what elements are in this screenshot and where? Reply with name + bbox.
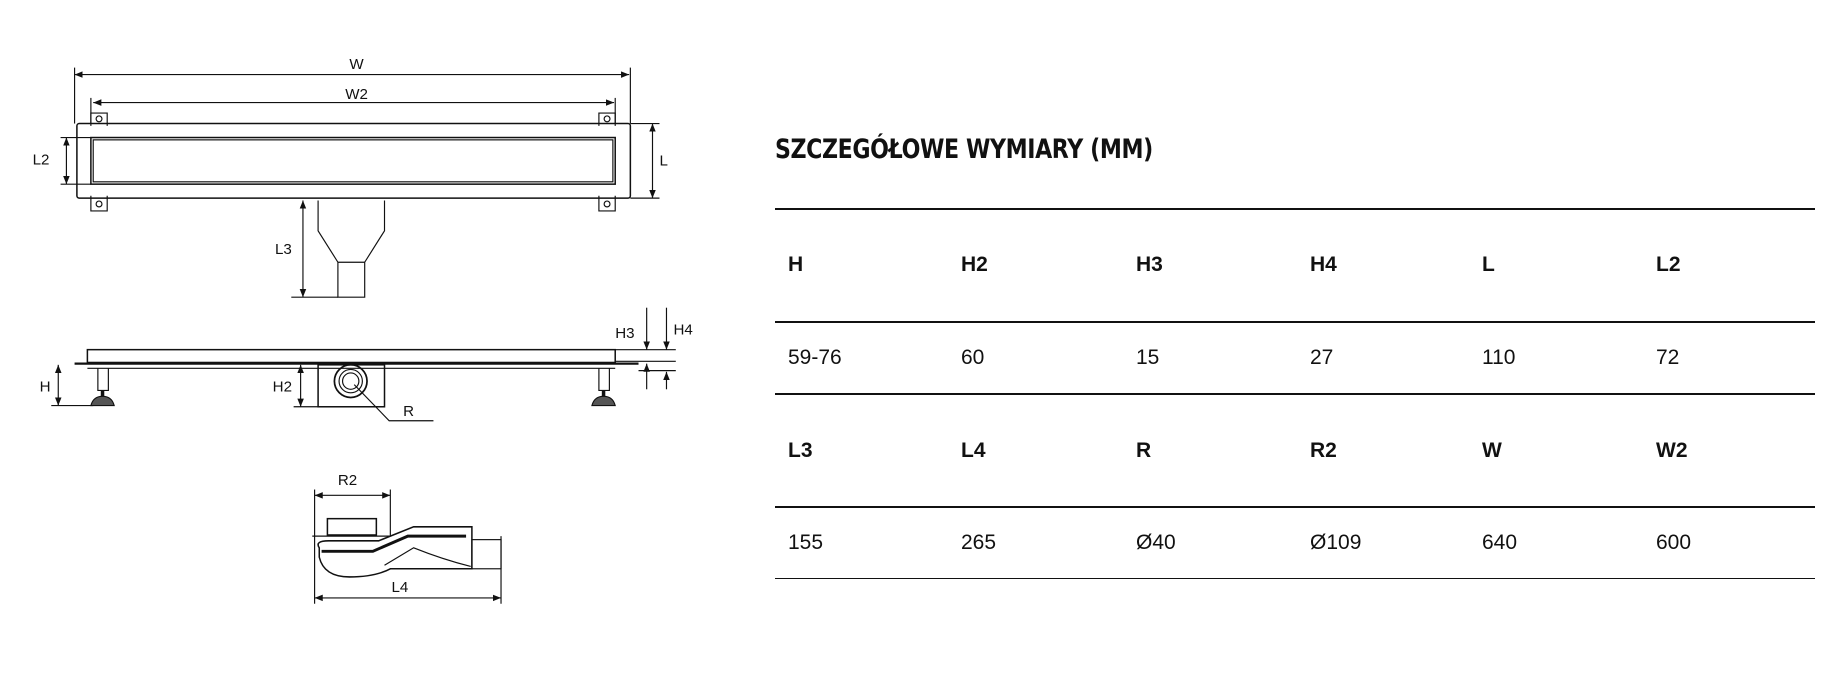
dimension-value: 640: [1482, 531, 1518, 554]
label-h: H: [40, 379, 51, 396]
dimension-value: 155: [788, 531, 824, 554]
column-header: H3: [1136, 253, 1163, 276]
dimension-value: Ø40: [1136, 531, 1176, 554]
table-rule: [775, 321, 1815, 323]
table-rule: [775, 393, 1815, 395]
dimension-value: 265: [961, 531, 997, 554]
column-header: L4: [961, 439, 986, 462]
label-h2: H2: [273, 379, 292, 396]
table-rule: [775, 506, 1815, 508]
column-header: R2: [1310, 439, 1337, 462]
label-h3: H3: [615, 325, 634, 342]
label-l3: L3: [275, 241, 292, 258]
column-header: L2: [1656, 253, 1681, 276]
table-rule: [775, 578, 1815, 579]
page-title: SZCZEGÓŁOWE WYMIARY (MM): [775, 134, 1153, 165]
label-r2: R2: [338, 472, 357, 489]
column-header: H: [788, 253, 804, 276]
label-l2: L2: [33, 151, 50, 168]
label-r: R: [403, 403, 414, 420]
label-w: W: [349, 56, 364, 73]
label-h4: H4: [673, 322, 692, 339]
column-header: W2: [1656, 439, 1688, 462]
dimension-value: 15: [1136, 346, 1160, 369]
dimension-value: 27: [1310, 346, 1334, 369]
trap-view: [312, 489, 502, 604]
dimension-value: 60: [961, 346, 985, 369]
column-header: H4: [1310, 253, 1337, 276]
label-l4: L4: [392, 579, 409, 596]
top-view: [60, 67, 660, 298]
column-header: L3: [788, 439, 813, 462]
side-view: [51, 307, 676, 422]
table-rule: [775, 208, 1815, 210]
column-header: W: [1482, 439, 1502, 462]
dimension-value: 72: [1656, 346, 1680, 369]
column-header: L: [1482, 253, 1495, 276]
dimension-value: 600: [1656, 531, 1692, 554]
column-header: H2: [961, 253, 988, 276]
label-l: L: [659, 153, 667, 170]
dimension-value: 110: [1482, 346, 1516, 369]
label-w2: W2: [345, 86, 368, 103]
column-header: R: [1136, 439, 1152, 462]
dimension-value: Ø109: [1310, 531, 1362, 554]
dimension-value: 59-76: [788, 346, 842, 369]
